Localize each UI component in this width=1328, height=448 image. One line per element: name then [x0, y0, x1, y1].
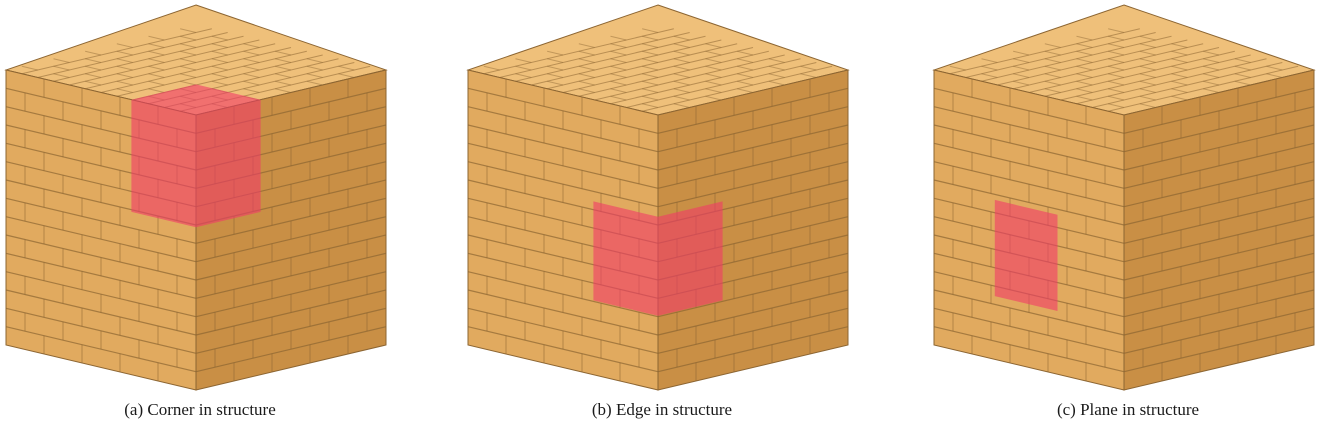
- caption-corner: (a) Corner in structure: [124, 400, 276, 419]
- highlight-plane: [994, 199, 1058, 311]
- panel-edge: (b) Edge in structure: [462, 0, 862, 448]
- panel-corner: (a) Corner in structure: [0, 0, 400, 448]
- cube-body: [466, 4, 850, 391]
- caption-edge: (b) Edge in structure: [591, 400, 733, 419]
- highlight-corner-left: [131, 99, 196, 228]
- cube-plane-diagram: [932, 4, 1316, 391]
- highlight-edge-right: [658, 201, 723, 316]
- cube-corner-diagram: [4, 4, 388, 391]
- panel-plane: (c) Plane in structure: [928, 0, 1328, 448]
- cube-edge-diagram: [466, 4, 850, 391]
- caption-plane: (c) Plane in structure: [1056, 400, 1200, 419]
- highlight-corner: [131, 84, 261, 228]
- highlight-corner-right: [196, 99, 261, 228]
- highlight-edge-left: [593, 201, 658, 316]
- highlight-plane-left: [994, 199, 1058, 311]
- cube-body: [932, 4, 1316, 391]
- highlight-edge: [593, 201, 723, 316]
